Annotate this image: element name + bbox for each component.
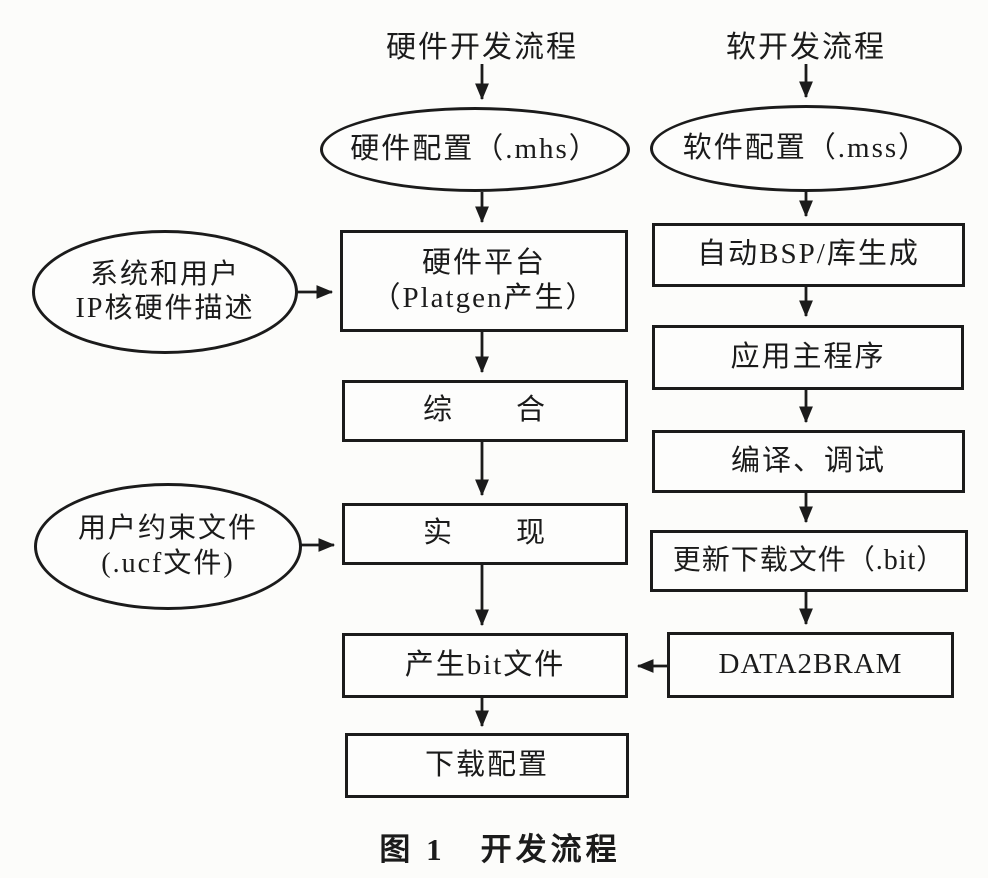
node-label: 系统和用户 (89, 258, 240, 290)
node-data2bram: DATA2BRAM (667, 632, 954, 698)
node-label: 软件配置（.mss） (682, 131, 930, 164)
node-label: 编译、调试 (730, 444, 886, 477)
node-download-config: 下载配置 (345, 733, 629, 798)
software-flow-title: 软开发流程 (726, 31, 886, 64)
node-implement: 实 现 (342, 503, 628, 565)
node-synthesis: 综 合 (342, 380, 628, 442)
node-label: 硬件配置（.mhs） (350, 132, 600, 165)
node-label: 自动BSP/库生成 (697, 238, 920, 271)
node-label: 应用主程序 (730, 340, 886, 373)
node-compile-debug: 编译、调试 (652, 430, 965, 493)
node-sw-config: 软件配置（.mss） (650, 105, 962, 192)
node-bsp-lib-gen: 自动BSP/库生成 (652, 223, 965, 287)
node-generate-bit: 产生bit文件 (342, 633, 628, 698)
node-label: 综 合 (422, 394, 547, 427)
node-app-main: 应用主程序 (652, 325, 964, 390)
hardware-flow-title: 硬件开发流程 (386, 31, 578, 64)
node-label: 硬件平台 (421, 246, 546, 279)
node-label: 实 现 (422, 517, 547, 550)
node-ucf-file: 用户约束文件 (.ucf文件) (34, 483, 302, 610)
node-label: 更新下载文件（.bit） (672, 544, 946, 576)
node-label: IP核硬件描述 (75, 293, 255, 324)
node-label: DATA2BRAM (718, 648, 903, 681)
node-update-bit-file: 更新下载文件（.bit） (650, 530, 968, 592)
node-hw-platform: 硬件平台 （Platgen产生） (340, 230, 628, 332)
node-label: 产生bit文件 (404, 648, 566, 681)
node-sys-ip-description: 系统和用户 IP核硬件描述 (32, 230, 298, 354)
figure-caption: 图 1 开发流程 (379, 832, 621, 867)
node-label: 下载配置 (424, 748, 549, 781)
node-label: 用户约束文件 (77, 513, 258, 545)
node-label: （Platgen产生） (371, 282, 597, 314)
node-label: (.ucf文件) (101, 547, 235, 579)
node-hw-config: 硬件配置（.mhs） (320, 107, 630, 192)
